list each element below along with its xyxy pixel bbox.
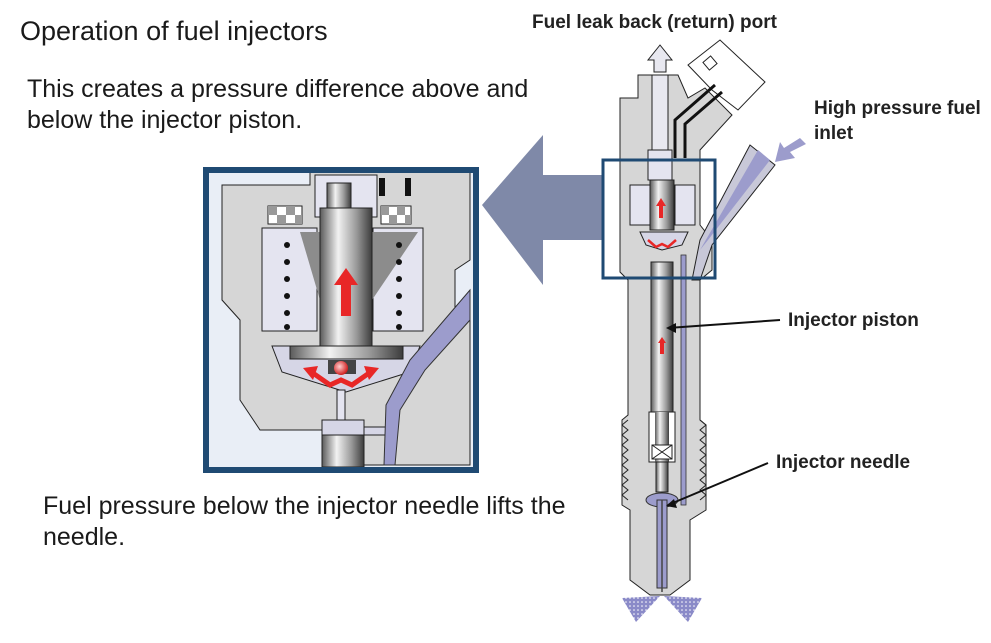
piston-leader-line	[667, 319, 781, 329]
injector-piston-label: Injector piston	[788, 310, 919, 331]
up-arrow-icon	[334, 268, 358, 316]
pressure-difference-text: This creates a pressure difference above…	[27, 75, 529, 134]
high-pressure-inlet-label: High pressure fuel inlet	[814, 98, 981, 144]
leak-back-arrow-icon	[646, 44, 674, 73]
leak-back-port-label: Fuel leak back (return) port	[532, 12, 777, 33]
page-title: Operation of fuel injectors	[20, 16, 328, 46]
spray-right	[664, 596, 702, 622]
needle-lift-text: Fuel pressure below the injector needle …	[43, 492, 566, 551]
spray-left	[622, 596, 660, 622]
injector-needle-label: Injector needle	[776, 452, 911, 473]
needle-leader-line	[667, 462, 769, 506]
magnified-inset	[203, 167, 479, 473]
magnify-callout-arrow	[482, 135, 603, 285]
fuel-inlet-arrow-icon	[775, 138, 806, 162]
injector-body	[601, 39, 806, 622]
